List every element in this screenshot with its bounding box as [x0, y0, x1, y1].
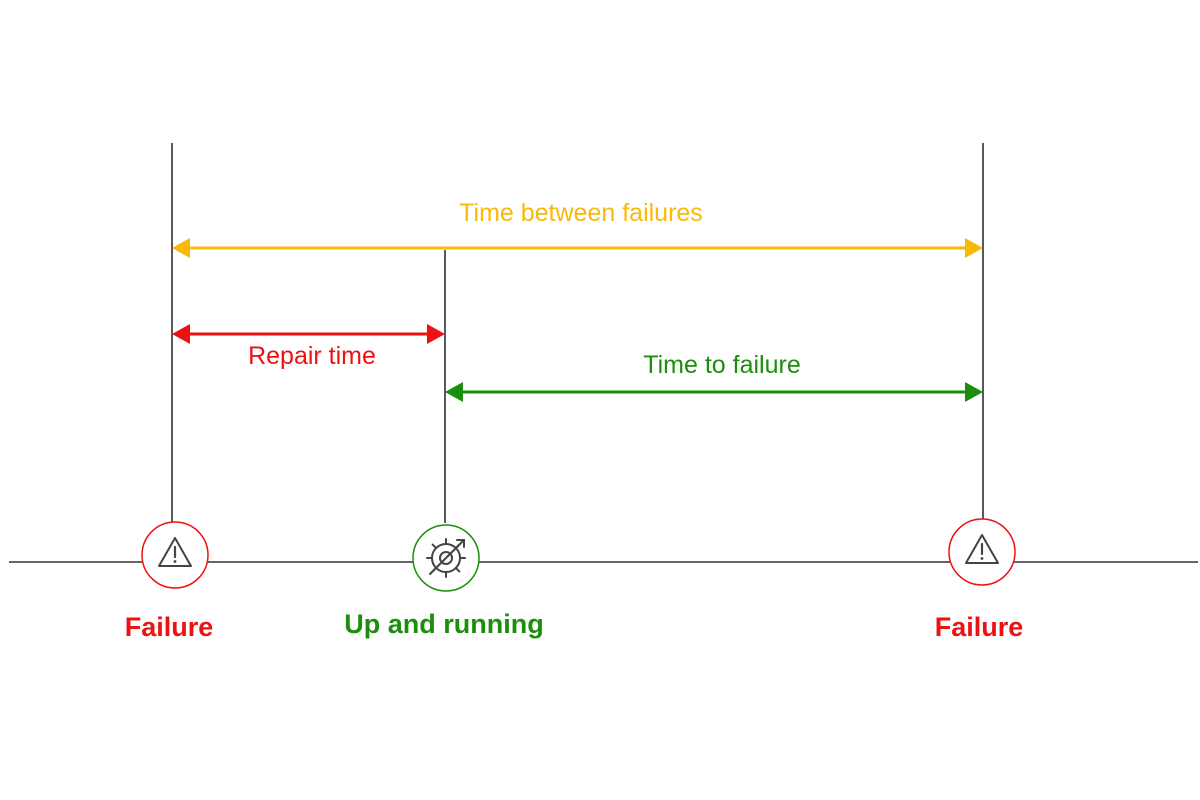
time-between-failures-arrow [172, 238, 983, 258]
running-label: Up and running [344, 609, 544, 639]
repair-time-arrow [172, 324, 445, 344]
failure-1-node [141, 521, 209, 589]
failure-2-node [948, 518, 1016, 586]
failure-2-label: Failure [934, 612, 1024, 642]
repair-time-label: Repair time [248, 342, 376, 370]
gear-icon [426, 538, 466, 578]
running-node [412, 524, 480, 592]
warning-icon [965, 534, 999, 564]
time-to-failure-arrow [445, 382, 983, 402]
failure-1-label: Failure [124, 612, 214, 642]
time-to-failure-label: Time to failure [643, 351, 801, 379]
time-between-failures-label: Time between failures [459, 199, 703, 227]
warning-icon [158, 537, 192, 567]
